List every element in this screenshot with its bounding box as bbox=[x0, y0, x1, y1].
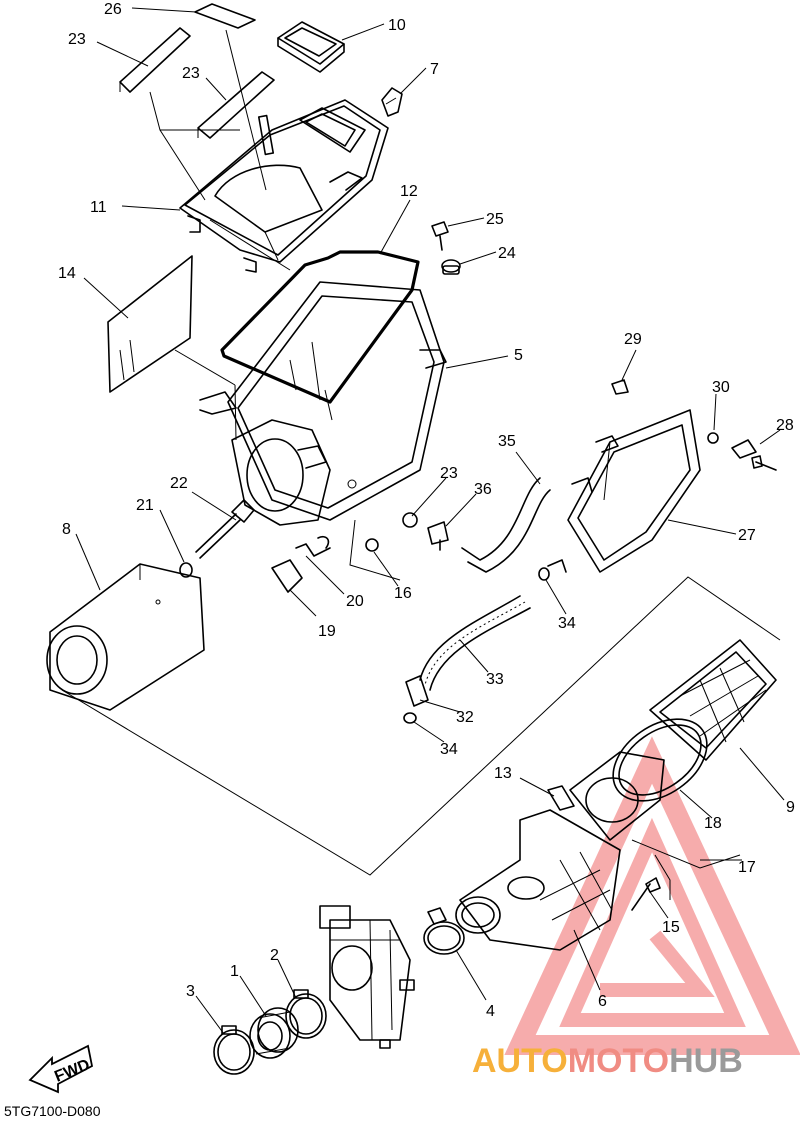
callout-9: 9 bbox=[786, 799, 795, 816]
part-24-grommet bbox=[402, 512, 418, 528]
callout-5: 5 bbox=[514, 347, 523, 364]
callout-19: 19 bbox=[318, 623, 336, 640]
callout-18: 18 bbox=[704, 815, 722, 832]
callout-36: 36 bbox=[474, 481, 492, 498]
part-7-clip bbox=[381, 87, 403, 117]
part-36-joint bbox=[427, 521, 449, 551]
callout-23-upper: 23 bbox=[68, 31, 86, 48]
callout-34-lower: 34 bbox=[440, 741, 458, 758]
part-20-clip bbox=[295, 535, 331, 557]
callout-labels: 26 23 23 10 7 11 12 14 25 24 5 29 30 28 … bbox=[58, 1, 795, 1020]
callout-8: 8 bbox=[62, 521, 71, 538]
part-6-air-filter-joint bbox=[455, 809, 621, 951]
part-1-carburetor-joint bbox=[249, 1007, 299, 1059]
callout-34-upper: 34 bbox=[558, 615, 576, 632]
callout-20: 20 bbox=[346, 593, 364, 610]
watermark-text: AUTOMOTOHUB bbox=[472, 1042, 743, 1080]
leader-lines bbox=[75, 7, 785, 1035]
callout-29: 28 bbox=[776, 417, 794, 434]
callout-17: 17 bbox=[738, 859, 756, 876]
drawing-code: 5TG7100-D080 bbox=[4, 1103, 101, 1119]
part-33-drain-hose bbox=[419, 595, 531, 691]
part-5-air-filter-case bbox=[199, 281, 447, 526]
callout-30: 29 bbox=[624, 331, 642, 348]
carburetor-illustration bbox=[319, 905, 415, 1049]
part-4-hose-clamp bbox=[423, 907, 465, 955]
part-34-clip-lower bbox=[403, 712, 417, 724]
callout-4: 4 bbox=[486, 1003, 495, 1020]
callout-2: 2 bbox=[270, 947, 279, 964]
callout-16: 16 bbox=[394, 585, 412, 602]
part-18-gasket-ring bbox=[612, 718, 708, 802]
assembly-guide-lines bbox=[61, 91, 781, 900]
part-17-joint-plate bbox=[569, 751, 665, 841]
callout-7: 7 bbox=[430, 61, 439, 78]
callout-26: 25 bbox=[486, 211, 504, 228]
part-21-washer bbox=[179, 562, 193, 578]
part-10-duct-seal bbox=[277, 21, 345, 73]
part-3-hose-clamp bbox=[213, 1025, 255, 1075]
part-16-grommet bbox=[365, 538, 379, 552]
callout-35: 35 bbox=[498, 433, 516, 450]
callout-11: 11 bbox=[90, 199, 107, 216]
part-29-bracket-bolt bbox=[731, 439, 777, 471]
watermark-logo-triangle bbox=[504, 736, 800, 1055]
part-25-collar bbox=[441, 259, 461, 275]
callout-25: 24 bbox=[498, 245, 516, 262]
part-23-seal-strip-upper bbox=[119, 27, 191, 93]
callout-27: 26 bbox=[104, 1, 122, 18]
callout-33: 33 bbox=[486, 671, 504, 688]
part-28-breather-tank bbox=[547, 409, 701, 573]
part-30-bolt bbox=[611, 379, 629, 395]
part-32-plug bbox=[405, 675, 429, 707]
callout-32: 32 bbox=[456, 709, 474, 726]
part-26-bolt bbox=[431, 221, 449, 251]
part-31-washer bbox=[707, 432, 719, 444]
callout-24: 23 bbox=[440, 465, 458, 482]
callout-12: 12 bbox=[400, 183, 418, 200]
watermark-moto: MOTO bbox=[568, 1042, 669, 1080]
part-19-bracket bbox=[271, 559, 303, 593]
part-15-screw bbox=[631, 877, 661, 911]
callout-1: 1 bbox=[230, 963, 239, 980]
callout-10: 10 bbox=[388, 17, 406, 34]
callout-6: 6 bbox=[598, 993, 607, 1010]
part-9-cage bbox=[649, 639, 777, 761]
watermark-hub: HUB bbox=[669, 1042, 743, 1080]
part-27-sponge-strip bbox=[194, 3, 256, 29]
callout-22: 22 bbox=[170, 475, 188, 492]
callout-13: 13 bbox=[494, 765, 512, 782]
part-13-clamp bbox=[547, 785, 575, 811]
fwd-direction-arrow-icon: FWD bbox=[28, 1044, 94, 1094]
callout-14: 14 bbox=[58, 265, 76, 282]
part-34-clip-upper bbox=[538, 567, 550, 581]
callout-23-lower: 23 bbox=[182, 65, 200, 82]
callout-31: 30 bbox=[712, 379, 730, 396]
part-14-sheet bbox=[107, 255, 193, 393]
part-11-case-cover bbox=[179, 99, 389, 273]
callout-21: 21 bbox=[136, 497, 154, 514]
part-35-breather-hose bbox=[461, 477, 551, 573]
watermark-auto: AUTO bbox=[472, 1042, 568, 1080]
callout-28: 27 bbox=[738, 527, 756, 544]
callout-15: 15 bbox=[662, 919, 680, 936]
part-22-screw bbox=[195, 499, 255, 559]
part-12-case-gasket bbox=[220, 250, 420, 404]
callout-3: 3 bbox=[186, 983, 195, 1000]
part-8-air-filter-element bbox=[46, 563, 205, 711]
